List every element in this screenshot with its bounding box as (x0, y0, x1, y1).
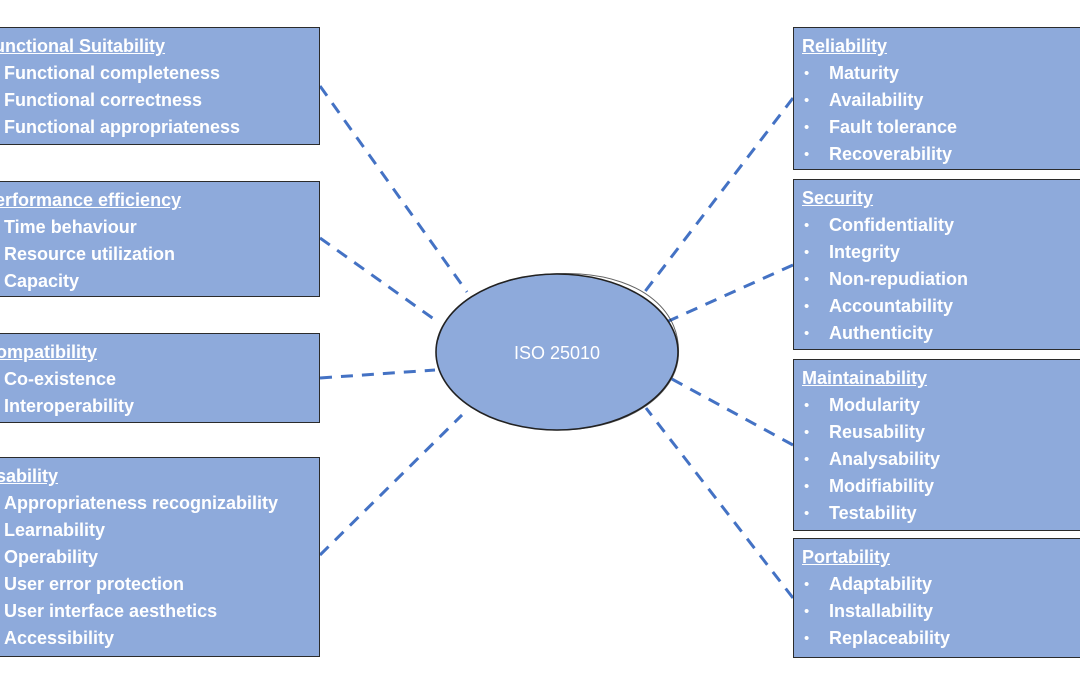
box-maintainability: Maintainability Modularity Reusability A… (793, 359, 1080, 531)
list-item: Integrity (802, 239, 1080, 266)
list-item: Maturity (802, 60, 1080, 87)
list-item: Functional appropriateness (4, 117, 241, 137)
box-portability: Portability Adaptability Installability … (793, 538, 1080, 658)
connector-usability (318, 413, 464, 557)
box-performance-efficiency: Performance efficiency Time behaviour Re… (0, 181, 320, 297)
connector-functional-suitability (318, 85, 469, 293)
list-item: Co-existence (4, 369, 117, 389)
item-list: Functional completeness Functional corre… (0, 60, 315, 141)
box-compatibility: Compatibility Co-existence Interoperabil… (0, 333, 320, 423)
box-title: Maintainability (802, 368, 928, 388)
list-item: Resource utilization (4, 244, 176, 264)
list-item: Modularity (802, 392, 1080, 419)
connector-performance-efficiency (319, 236, 439, 324)
box-title: Reliability (802, 36, 888, 56)
list-item: Capacity (4, 271, 80, 291)
box-functional-suitability: Functional Suitability Functional comple… (0, 27, 320, 145)
list-item: Installability (802, 598, 1080, 625)
list-item: Analysability (802, 446, 1080, 473)
list-item: Functional correctness (4, 90, 203, 110)
list-item: Non-repudiation (802, 266, 1080, 293)
list-item: Authenticity (802, 320, 1080, 347)
list-item: Testability (802, 500, 1080, 527)
connector-reliability (638, 97, 795, 299)
item-list: Time behaviour Resource utilization Capa… (0, 214, 315, 295)
list-item: Modifiability (802, 473, 1080, 500)
box-title: Performance efficiency (0, 190, 182, 210)
list-item: Functional completeness (4, 63, 221, 83)
list-item: Adaptability (802, 571, 1080, 598)
connector-security (661, 263, 794, 326)
list-item: Availability (802, 87, 1080, 114)
center-label: ISO 25010 (513, 343, 601, 363)
item-list: Co-existence Interoperability (0, 366, 315, 420)
list-item: Accountability (802, 293, 1080, 320)
box-title: Security (802, 188, 874, 208)
list-item: Appropriateness recognizability (4, 493, 279, 513)
box-title: Usability (0, 466, 59, 486)
box-security: Security Confidentiality Integrity Non-r… (793, 179, 1080, 350)
item-list: Modularity Reusability Analysability Mod… (802, 392, 1080, 527)
list-item: Reusability (802, 419, 1080, 446)
list-item: User interface aesthetics (4, 601, 218, 621)
box-reliability: Reliability Maturity Availability Fault … (793, 27, 1080, 170)
connector-portability (644, 407, 795, 599)
center-ellipse (435, 273, 680, 431)
item-list: Appropriateness recognizability Learnabi… (0, 490, 315, 652)
list-item: Replaceability (802, 625, 1080, 652)
list-item: Operability (4, 547, 99, 567)
connector-compatibility (319, 368, 436, 380)
list-item: Learnability (4, 520, 106, 540)
list-item: Fault tolerance (802, 114, 1080, 141)
list-item: User error protection (4, 574, 185, 594)
item-list: Confidentiality Integrity Non-repudiatio… (802, 212, 1080, 347)
list-item: Confidentiality (802, 212, 1080, 239)
box-title: Functional Suitability (0, 36, 166, 56)
list-item: Time behaviour (4, 217, 137, 237)
item-list: Adaptability Installability Replaceabili… (802, 571, 1080, 652)
item-list: Maturity Availability Fault tolerance Re… (802, 60, 1080, 168)
list-item: Interoperability (4, 396, 135, 416)
connector-maintainability (669, 376, 794, 447)
list-item: Accessibility (4, 628, 115, 648)
box-title: Portability (802, 547, 891, 567)
list-item: Recoverability (802, 141, 1080, 168)
box-title: Compatibility (0, 342, 98, 362)
box-usability: Usability Appropriateness recognizabilit… (0, 457, 320, 657)
